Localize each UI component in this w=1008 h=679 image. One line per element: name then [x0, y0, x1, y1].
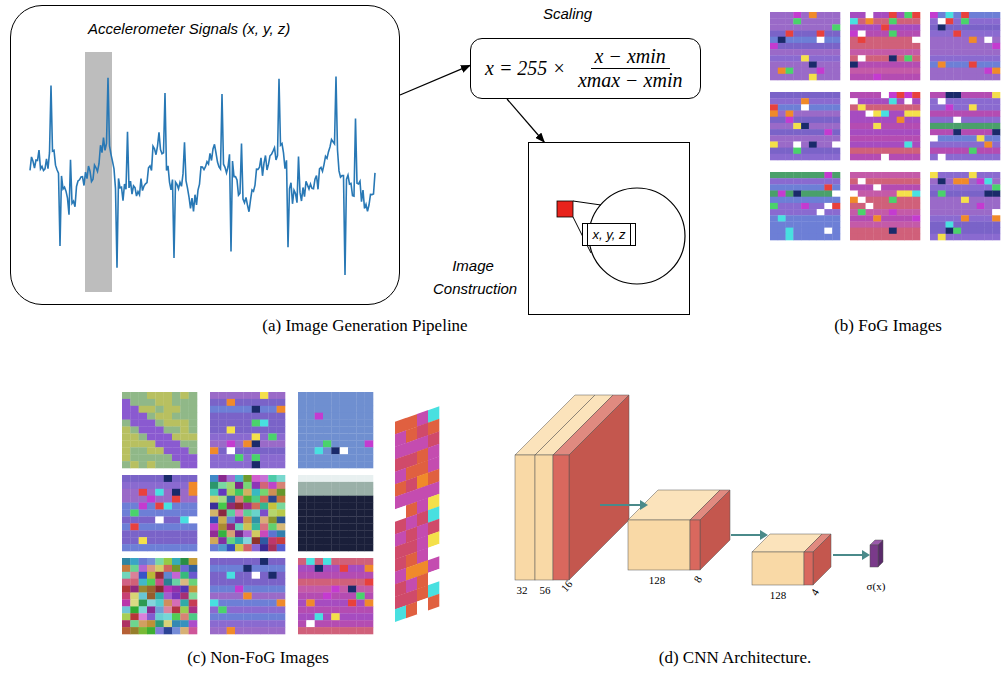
formula-lhs: x = 255 × — [485, 57, 566, 80]
fog-image — [850, 12, 920, 80]
step-heading: Image Construction — [433, 255, 513, 300]
caption: (c) Non-FoG Images — [187, 648, 329, 668]
fog-image — [770, 172, 840, 240]
non-fog-image — [122, 558, 197, 634]
pixel — [557, 201, 573, 217]
pool-layer — [804, 534, 831, 585]
pool-layer — [553, 395, 629, 580]
non-fog-image — [298, 558, 373, 634]
flow-arrow — [400, 65, 470, 95]
non-fog-image — [122, 475, 197, 551]
non-fog-image — [298, 475, 373, 551]
step-heading: Scaling — [543, 5, 592, 22]
fog-image — [850, 92, 920, 160]
panel-title: Accelerometer Signals (x, y, z) — [86, 20, 292, 37]
signal-panel: Accelerometer Signals (x, y, z) — [10, 5, 400, 305]
flow-arrow — [507, 99, 544, 142]
caption: (b) FoG Images — [834, 316, 942, 336]
output-unit — [870, 540, 883, 567]
non-fog-image — [210, 392, 285, 468]
vector-text: x, y, z — [593, 227, 626, 242]
accelerometer-signal — [30, 76, 375, 275]
zoom-circle — [589, 188, 685, 284]
dimension: 128 — [649, 574, 666, 586]
image-canvas: Image Constructionx, y, z — [528, 142, 690, 315]
formula-denominator: xmax − xmin — [574, 69, 687, 92]
scaling-box: Scalingx = 255 ×x − xminxmax − xmin — [470, 38, 701, 99]
caption: (a) Image Generation Pipeline — [262, 316, 467, 336]
conv-layer — [752, 534, 822, 585]
formula-numerator: x − xmin — [591, 45, 670, 69]
non-fog-image — [210, 475, 285, 551]
fog-image — [930, 92, 1000, 160]
dimension: 4 — [808, 587, 821, 598]
fog-image — [850, 172, 920, 240]
zoom-line — [573, 201, 601, 205]
pool-layer — [690, 490, 730, 570]
non-fog-image — [298, 392, 373, 468]
pixel-vector: x, y, z — [582, 223, 637, 246]
fog-image — [770, 12, 840, 80]
non-fog-image — [122, 392, 197, 468]
dimension: 8 — [691, 574, 704, 585]
formula-fraction: x − xminxmax − xmin — [574, 45, 687, 92]
fog-image — [930, 172, 1000, 240]
activation-label: σ(x) — [867, 580, 886, 592]
dimension: 32 — [517, 584, 528, 596]
caption: (d) CNN Architecture. — [659, 648, 811, 668]
fog-image — [930, 12, 1000, 80]
non-fog-image — [210, 558, 285, 634]
dimension: 16 — [558, 578, 574, 594]
tilted-image — [395, 406, 439, 622]
fog-image — [770, 92, 840, 160]
dimension: 56 — [540, 584, 551, 596]
dimension: 128 — [770, 589, 787, 601]
